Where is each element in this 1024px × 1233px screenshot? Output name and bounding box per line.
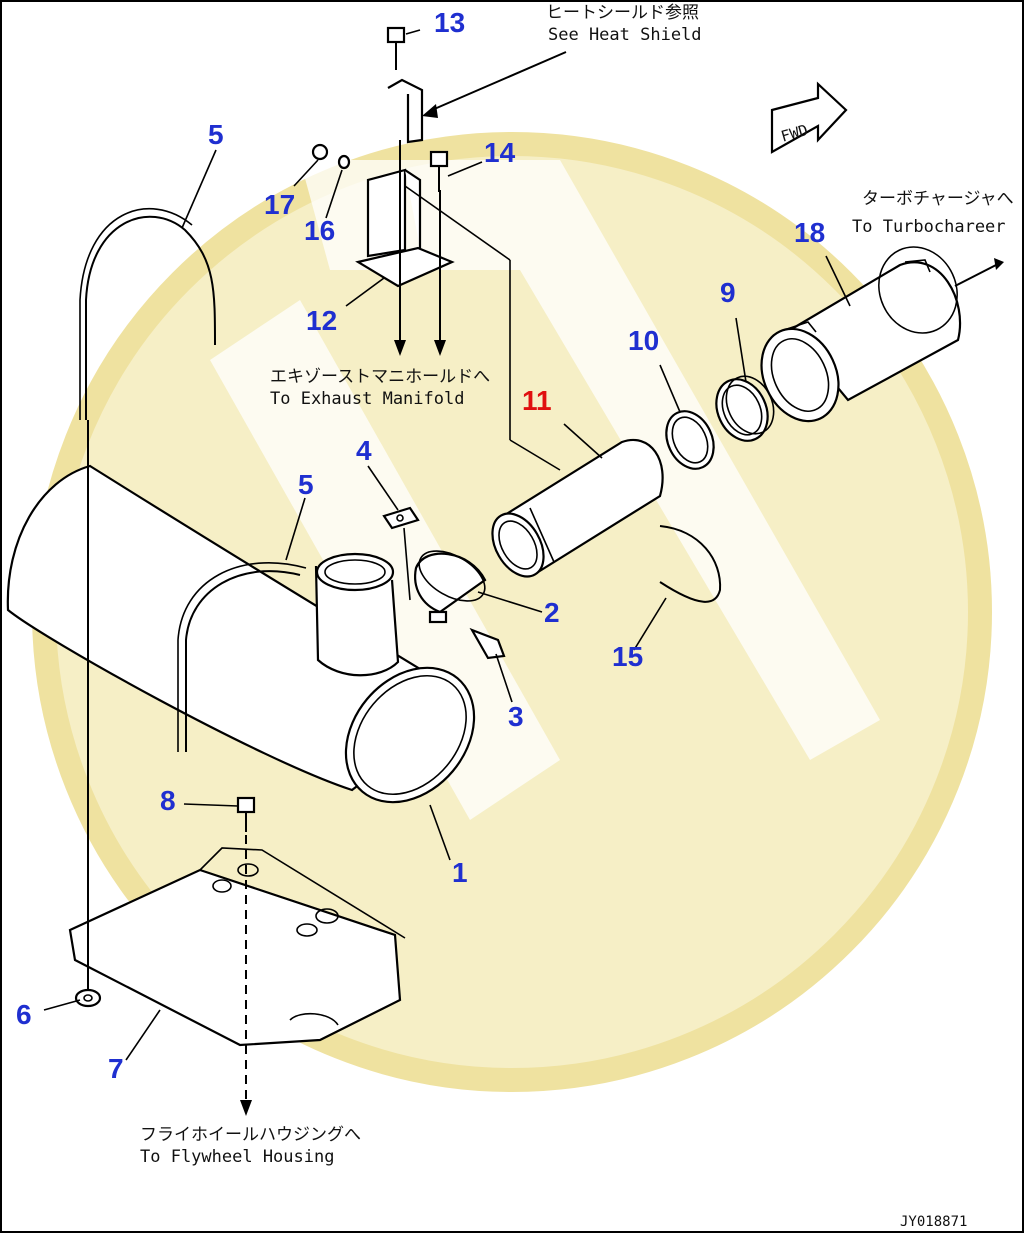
washer-16 [337, 154, 351, 170]
clip-lead [403, 527, 411, 601]
pipe-11 [491, 439, 664, 578]
ring-10 [665, 410, 715, 470]
mounting-bracket [68, 847, 406, 1047]
callout-17: 17 [264, 189, 295, 220]
callout-6: 6 [16, 999, 32, 1030]
callout-3: 3 [508, 701, 524, 732]
heat-shield-arrow-head [422, 104, 438, 118]
bolt-13 [386, 26, 406, 70]
callout-11: 11 [522, 385, 552, 416]
flywheel-arrow-head [240, 1100, 252, 1116]
turbo-connector-18 [760, 246, 962, 423]
callout-16: 16 [304, 215, 335, 246]
nut-17 [311, 143, 329, 161]
exhaust-note-en: To Exhaust Manifold [270, 389, 464, 409]
callout-7: 7 [108, 1053, 124, 1084]
turbo-arrow-line [954, 263, 999, 287]
callout-5-upper: 5 [208, 119, 224, 150]
turbo-note-en: To Turbochareer [852, 217, 1006, 237]
exhaust-arrow-b [434, 340, 446, 356]
bolt-3 [469, 627, 506, 660]
heat-shield-note-jp: ヒートシールド参照 [546, 3, 699, 23]
heat-shield-pointer [431, 51, 567, 111]
callout-numbers: 1 2 3 4 5 5 6 7 8 9 10 11 12 13 14 15 16… [16, 7, 825, 1084]
exhaust-note-jp: エキゾーストマニホールドへ [270, 367, 490, 387]
callout-15: 15 [612, 641, 643, 672]
turbo-arrow-head [994, 258, 1004, 270]
flywheel-note-jp: フライホイールハウジングへ [140, 1125, 361, 1145]
flywheel-note-en: To Flywheel Housing [140, 1147, 334, 1167]
exhaust-arrow-a [394, 340, 406, 356]
clamp-ring-9 [715, 375, 775, 442]
callout-8: 8 [160, 785, 176, 816]
turbo-note-jp: ターボチャージャへ [862, 189, 1014, 209]
callout-4: 4 [356, 435, 372, 466]
u-bolt-lower [177, 562, 307, 752]
callout-1: 1 [452, 857, 468, 888]
leader-lines [43, 29, 851, 1061]
callout-5-lower: 5 [298, 469, 314, 500]
callout-2: 2 [544, 597, 560, 628]
muffler-body [6, 464, 476, 804]
callout-12: 12 [306, 305, 337, 336]
callout-13: 13 [434, 7, 465, 38]
callout-18: 18 [794, 217, 825, 248]
forward-arrow-icon [770, 81, 848, 154]
drawing-number: JY018871 [900, 1214, 967, 1230]
u-bolt-upper [79, 208, 216, 420]
callout-14: 14 [484, 137, 516, 168]
bolt-14 [429, 150, 449, 192]
callout-9: 9 [720, 277, 736, 308]
bolt-8 [236, 796, 256, 832]
callout-10: 10 [628, 325, 659, 356]
heat-shield-note-en: See Heat Shield [548, 25, 702, 45]
support-bracket [355, 78, 455, 288]
u-bolt-15 [659, 525, 722, 603]
nut [74, 988, 102, 1008]
clamp-2 [414, 550, 487, 624]
clip-4 [382, 506, 420, 530]
